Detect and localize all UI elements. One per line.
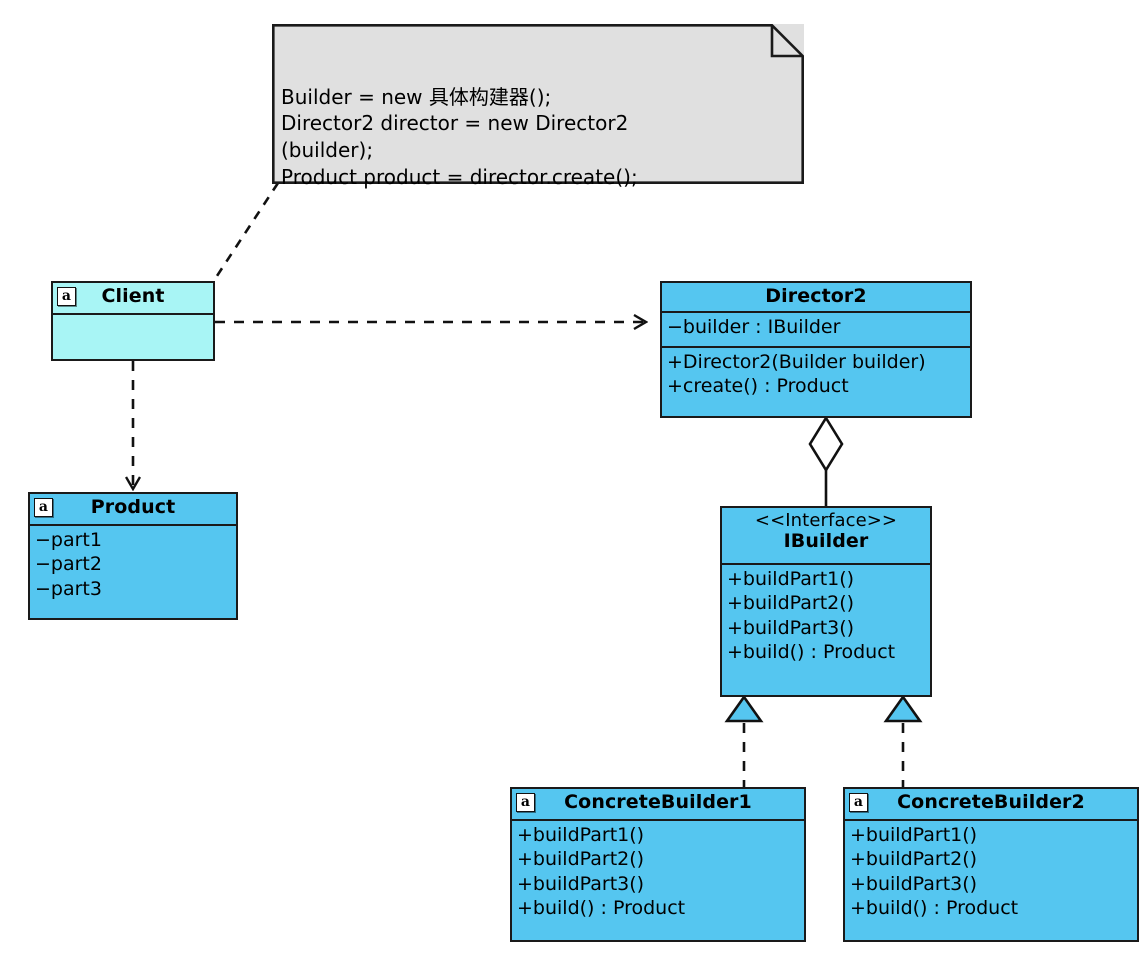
class-name-concretebuilder1: ConcreteBuilder1 — [564, 791, 752, 813]
attribute-row: −part1 — [35, 529, 102, 551]
class-box-concretebuilder2[interactable]: a ConcreteBuilder2 +buildPart1() +buildP… — [843, 787, 1139, 942]
class-name-client: Client — [101, 285, 165, 307]
class-header-ibuilder: <<Interface>> IBuilder — [722, 508, 930, 565]
class-box-ibuilder[interactable]: <<Interface>> IBuilder +buildPart1() +bu… — [720, 506, 932, 697]
operation-row: +Director2(Builder builder) — [667, 351, 926, 373]
class-attributes-client — [53, 315, 213, 359]
operation-row: +buildPart1() — [850, 824, 978, 846]
class-box-client[interactable]: a Client — [51, 281, 215, 361]
class-header-concretebuilder2: a ConcreteBuilder2 — [845, 789, 1137, 821]
class-attributes-product: −part1 −part2 −part3 — [30, 526, 236, 618]
class-header-director2: Director2 — [662, 283, 970, 313]
operation-row: +buildPart2() — [850, 848, 978, 871]
realization-triangle-cb1 — [724, 694, 764, 723]
operation-row: +buildPart2() — [517, 848, 645, 871]
operation-row: +buildPart2() — [727, 592, 855, 615]
class-box-director2[interactable]: Director2 −builder : IBuilder +Director2… — [660, 281, 972, 418]
class-header-product: a Product — [30, 494, 236, 526]
class-attributes-director2: −builder : IBuilder — [662, 313, 970, 346]
class-operations-director2: +Director2(Builder builder) +create() : … — [662, 346, 970, 416]
attribute-row: −part2 — [35, 553, 102, 576]
operation-row: +create() : Product — [667, 375, 849, 398]
class-operations-concretebuilder1: +buildPart1() +buildPart2() +buildPart3(… — [512, 821, 804, 940]
operation-row: +buildPart1() — [517, 824, 645, 846]
operation-row: +build() : Product — [850, 896, 1019, 919]
operation-row: +buildPart3() — [727, 616, 855, 639]
stereotype-label: <<Interface>> — [754, 510, 898, 531]
class-operations-ibuilder: +buildPart1() +buildPart2() +buildPart3(… — [722, 565, 930, 695]
class-icon-badge: a — [34, 498, 53, 517]
class-icon-badge: a — [849, 793, 868, 812]
class-name-ibuilder: IBuilder — [783, 529, 869, 552]
client-code-note[interactable]: Builder = new 具体构建器(); Director2 directo… — [272, 24, 804, 189]
note-text: Builder = new 具体构建器(); Director2 directo… — [281, 84, 638, 189]
class-icon-badge: a — [57, 287, 76, 306]
class-box-concretebuilder1[interactable]: a ConcreteBuilder1 +buildPart1() +buildP… — [510, 787, 806, 942]
operation-row: +build() : Product — [727, 640, 896, 663]
class-name-director2: Director2 — [765, 285, 867, 307]
class-header-client: a Client — [53, 283, 213, 315]
attribute-row: −part3 — [35, 577, 102, 600]
operation-row: +buildPart3() — [517, 872, 645, 895]
class-box-product[interactable]: a Product −part1 −part2 −part3 — [28, 492, 238, 620]
class-icon-badge: a — [516, 793, 535, 812]
class-operations-concretebuilder2: +buildPart1() +buildPart2() +buildPart3(… — [845, 821, 1137, 940]
attribute-row: −builder : IBuilder — [667, 316, 841, 338]
realization-triangle-cb2 — [883, 694, 923, 723]
class-name-product: Product — [90, 496, 176, 518]
edge-note-to-client — [211, 182, 280, 283]
operation-row: +buildPart1() — [727, 568, 855, 590]
operation-row: +buildPart3() — [850, 872, 978, 895]
class-header-concretebuilder1: a ConcreteBuilder1 — [512, 789, 804, 821]
aggregation-diamond — [808, 415, 844, 473]
class-name-concretebuilder2: ConcreteBuilder2 — [897, 791, 1085, 813]
operation-row: +build() : Product — [517, 896, 686, 919]
